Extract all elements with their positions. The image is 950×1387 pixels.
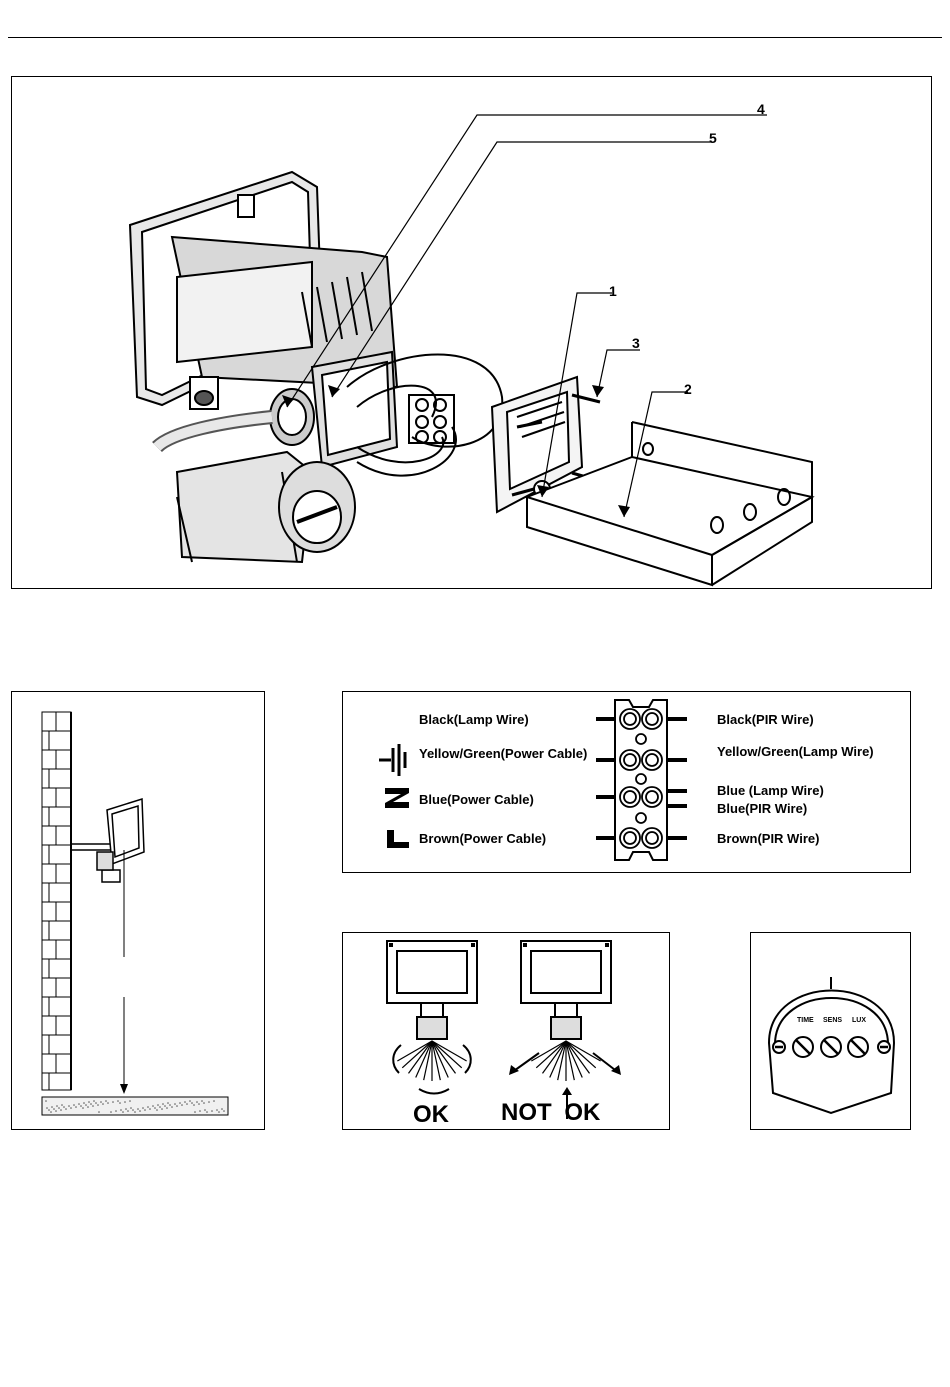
not-ok-label: NOT OK: [501, 1099, 600, 1127]
wire-label-blue-lamp: Blue (Lamp Wire): [717, 783, 824, 798]
wire-label-yellow-green-lamp: Yellow/Green(Lamp Wire): [717, 744, 897, 759]
wire-label-brown-pir: Brown(PIR Wire): [717, 831, 819, 846]
callout-5: 5: [709, 130, 717, 146]
wire-label-black-lamp: Black(Lamp Wire): [419, 712, 529, 727]
ok-label: OK: [413, 1101, 449, 1129]
wire-label-yellow-green-power: Yellow/Green(Power Cable): [419, 746, 594, 761]
wire-label-black-pir: Black(PIR Wire): [717, 712, 814, 727]
header-rule: [8, 37, 942, 38]
mounting-height-panel: [11, 691, 265, 1130]
wiring-diagram-panel: Black(Lamp Wire) Yellow/Green(Power Cabl…: [342, 691, 911, 873]
wire-label-blue-power: Blue(Power Cable): [419, 792, 534, 807]
callout-3: 3: [632, 335, 640, 351]
assembly-drawing: [12, 77, 933, 590]
callout-1: 1: [609, 283, 617, 299]
dial-label-sens: SENS: [823, 1017, 842, 1024]
wire-label-blue-pir: Blue(PIR Wire): [717, 801, 807, 816]
wall-mount-drawing: [12, 692, 266, 1131]
dial-label-lux: LUX: [852, 1017, 866, 1024]
callout-4: 4: [757, 101, 765, 117]
assembly-diagram-panel: 4 5 1 3 2: [11, 76, 932, 589]
callout-2: 2: [684, 381, 692, 397]
neutral-symbol-icon: [385, 788, 409, 808]
sensor-aiming-panel: OK NOT OK: [342, 932, 670, 1130]
dial-housing-drawing: [751, 933, 912, 1131]
dial-label-time: TIME: [797, 1017, 814, 1024]
sensor-dials-panel: TIME SENS LUX: [750, 932, 911, 1130]
wire-label-brown-power: Brown(Power Cable): [419, 831, 546, 846]
